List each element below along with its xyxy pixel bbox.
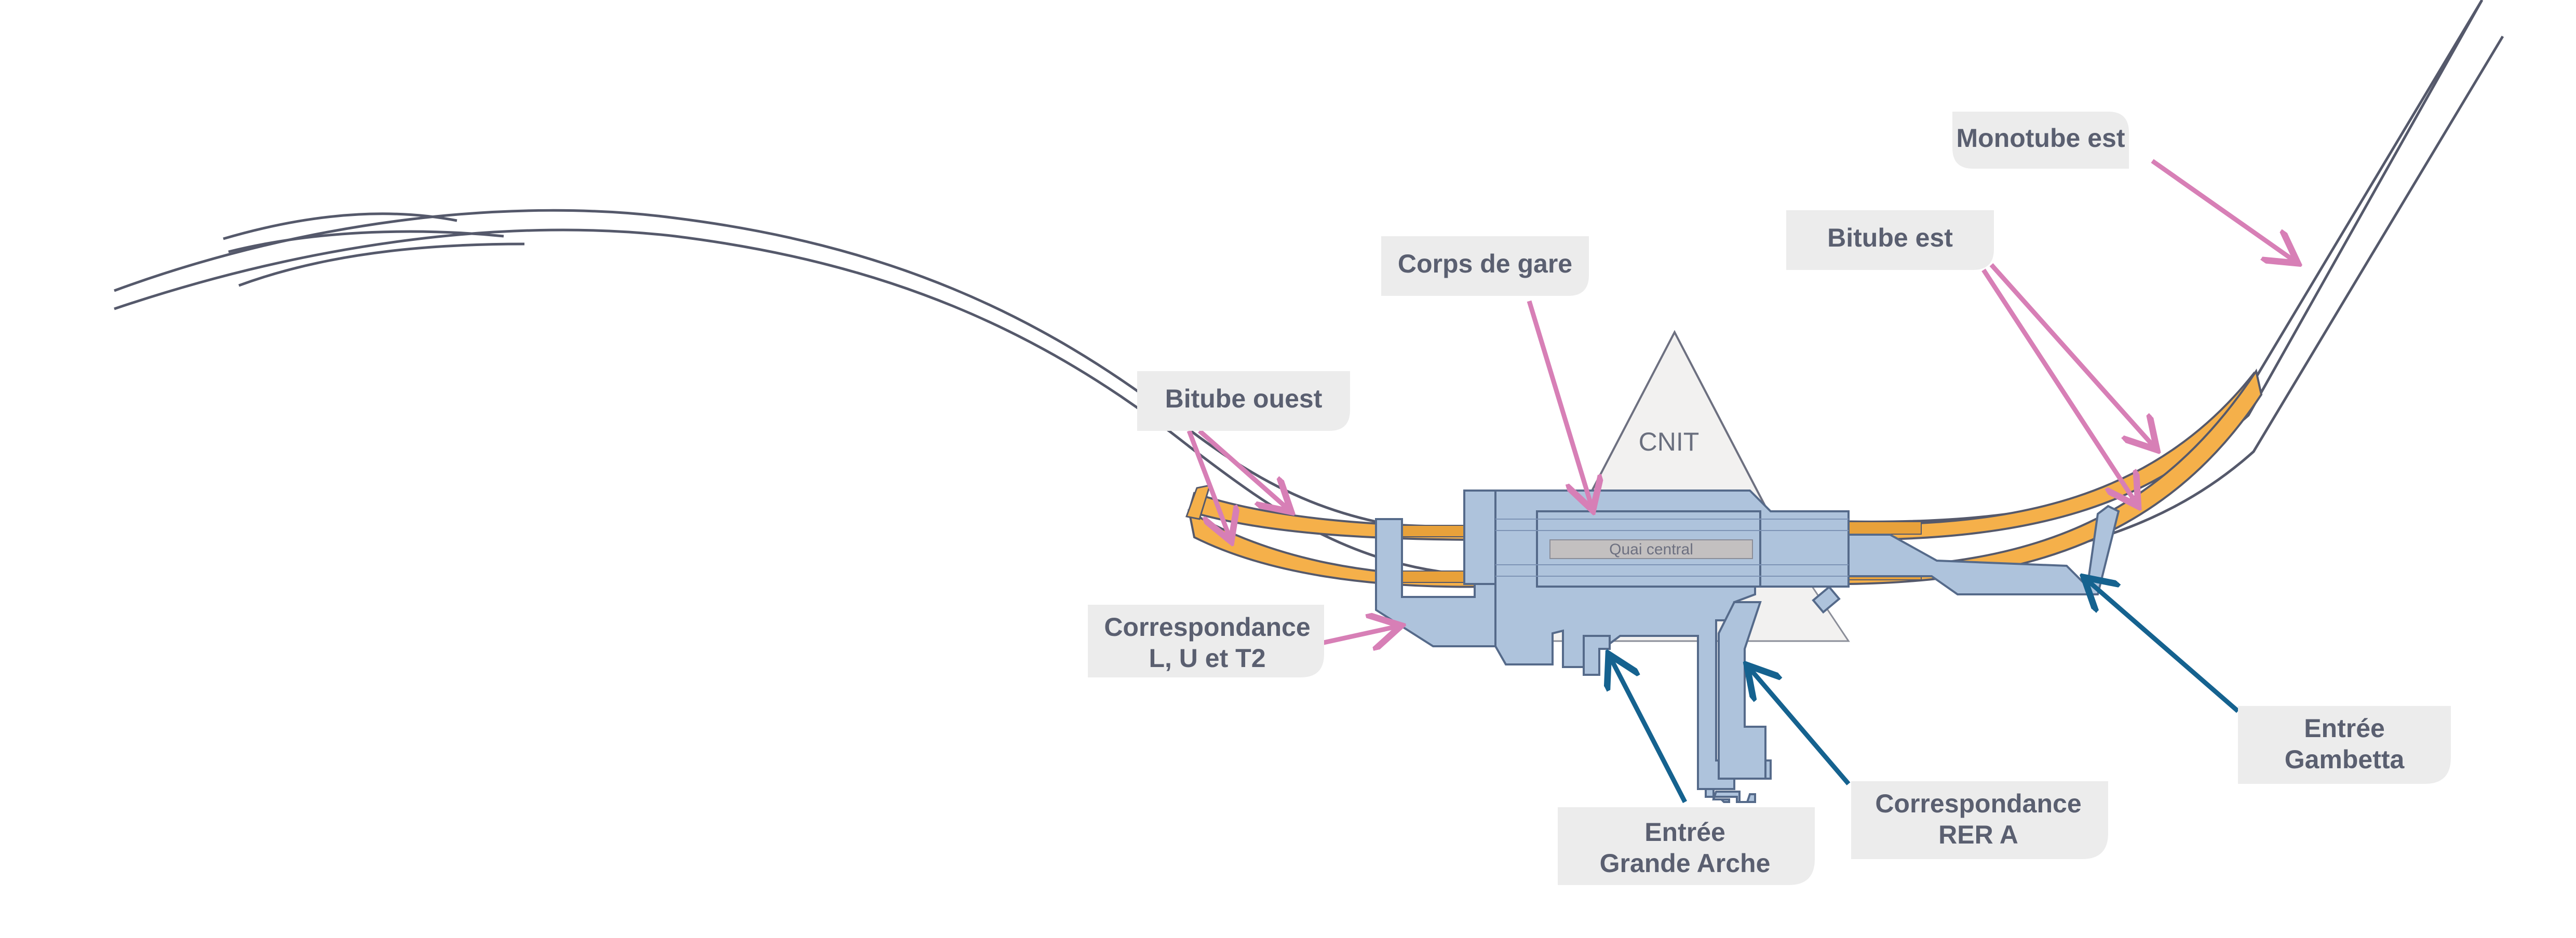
label-entree-gambetta: Entrée Gambetta: [2238, 706, 2451, 784]
label-entree-grande-arche-line2: Grande Arche: [1600, 849, 1771, 878]
arrow-correspondance-lut2: [1318, 627, 1397, 644]
label-correspondance-lut2-line1: Correspondance: [1104, 613, 1310, 642]
label-correspondance-rer-a-line2: RER A: [1938, 820, 2018, 849]
label-monotube-est-text: Monotube est: [1957, 124, 2125, 153]
label-bitube-est-text: Bitube est: [1827, 223, 1953, 252]
station-hatching: [1495, 519, 1849, 577]
pink-arrows: [1186, 159, 2294, 644]
quai-central-label: Quai central: [1609, 541, 1693, 558]
label-bitube-est: Bitube est: [1786, 210, 1994, 270]
label-entree-grande-arche: Entrée Grande Arche: [1558, 807, 1815, 885]
label-entree-gambetta-line1: Entrée: [2304, 714, 2385, 743]
label-correspondance-rer-a-line1: Correspondance: [1875, 789, 2081, 818]
label-corps-de-gare: Corps de gare: [1381, 236, 1589, 296]
arrow-bitube-ouest-1: [1198, 429, 1288, 509]
arrow-corps-de-gare: [1527, 300, 1592, 506]
label-bitube-ouest: Bitube ouest: [1137, 371, 1350, 431]
cnit-building: [1576, 330, 1773, 518]
quai-central: [1549, 539, 1753, 559]
label-corps-de-gare-text: Corps de gare: [1398, 249, 1572, 278]
label-correspondance-rer-a: Correspondance RER A: [1851, 781, 2108, 859]
arrow-entree-grande-arche: [1611, 658, 1687, 804]
blue-arrows: [1611, 580, 2240, 804]
label-entree-grande-arche-line1: Entrée: [1644, 818, 1725, 847]
cnit-label: CNIT: [1639, 427, 1700, 456]
label-bitube-ouest-text: Bitube ouest: [1165, 384, 1323, 413]
arrow-entree-gambetta: [2087, 580, 2240, 713]
label-correspondance-lut2: Correspondance L, U et T2: [1088, 605, 1324, 677]
arrow-correspondance-rer-a: [1750, 669, 1851, 785]
arrow-bitube-est-1: [1989, 263, 2154, 446]
arrow-bitube-ouest-2: [1186, 430, 1230, 537]
label-monotube-est: Monotube est: [1952, 112, 2129, 169]
label-correspondance-lut2-line2: L, U et T2: [1149, 644, 1265, 673]
label-entree-gambetta-line2: Gambetta: [2285, 745, 2405, 774]
arrow-monotube-est: [2151, 159, 2294, 261]
bitube-ouest-tunnels: [1185, 484, 1496, 588]
station-box: [1375, 490, 2120, 803]
arrow-bitube-est-2: [1981, 268, 2136, 502]
